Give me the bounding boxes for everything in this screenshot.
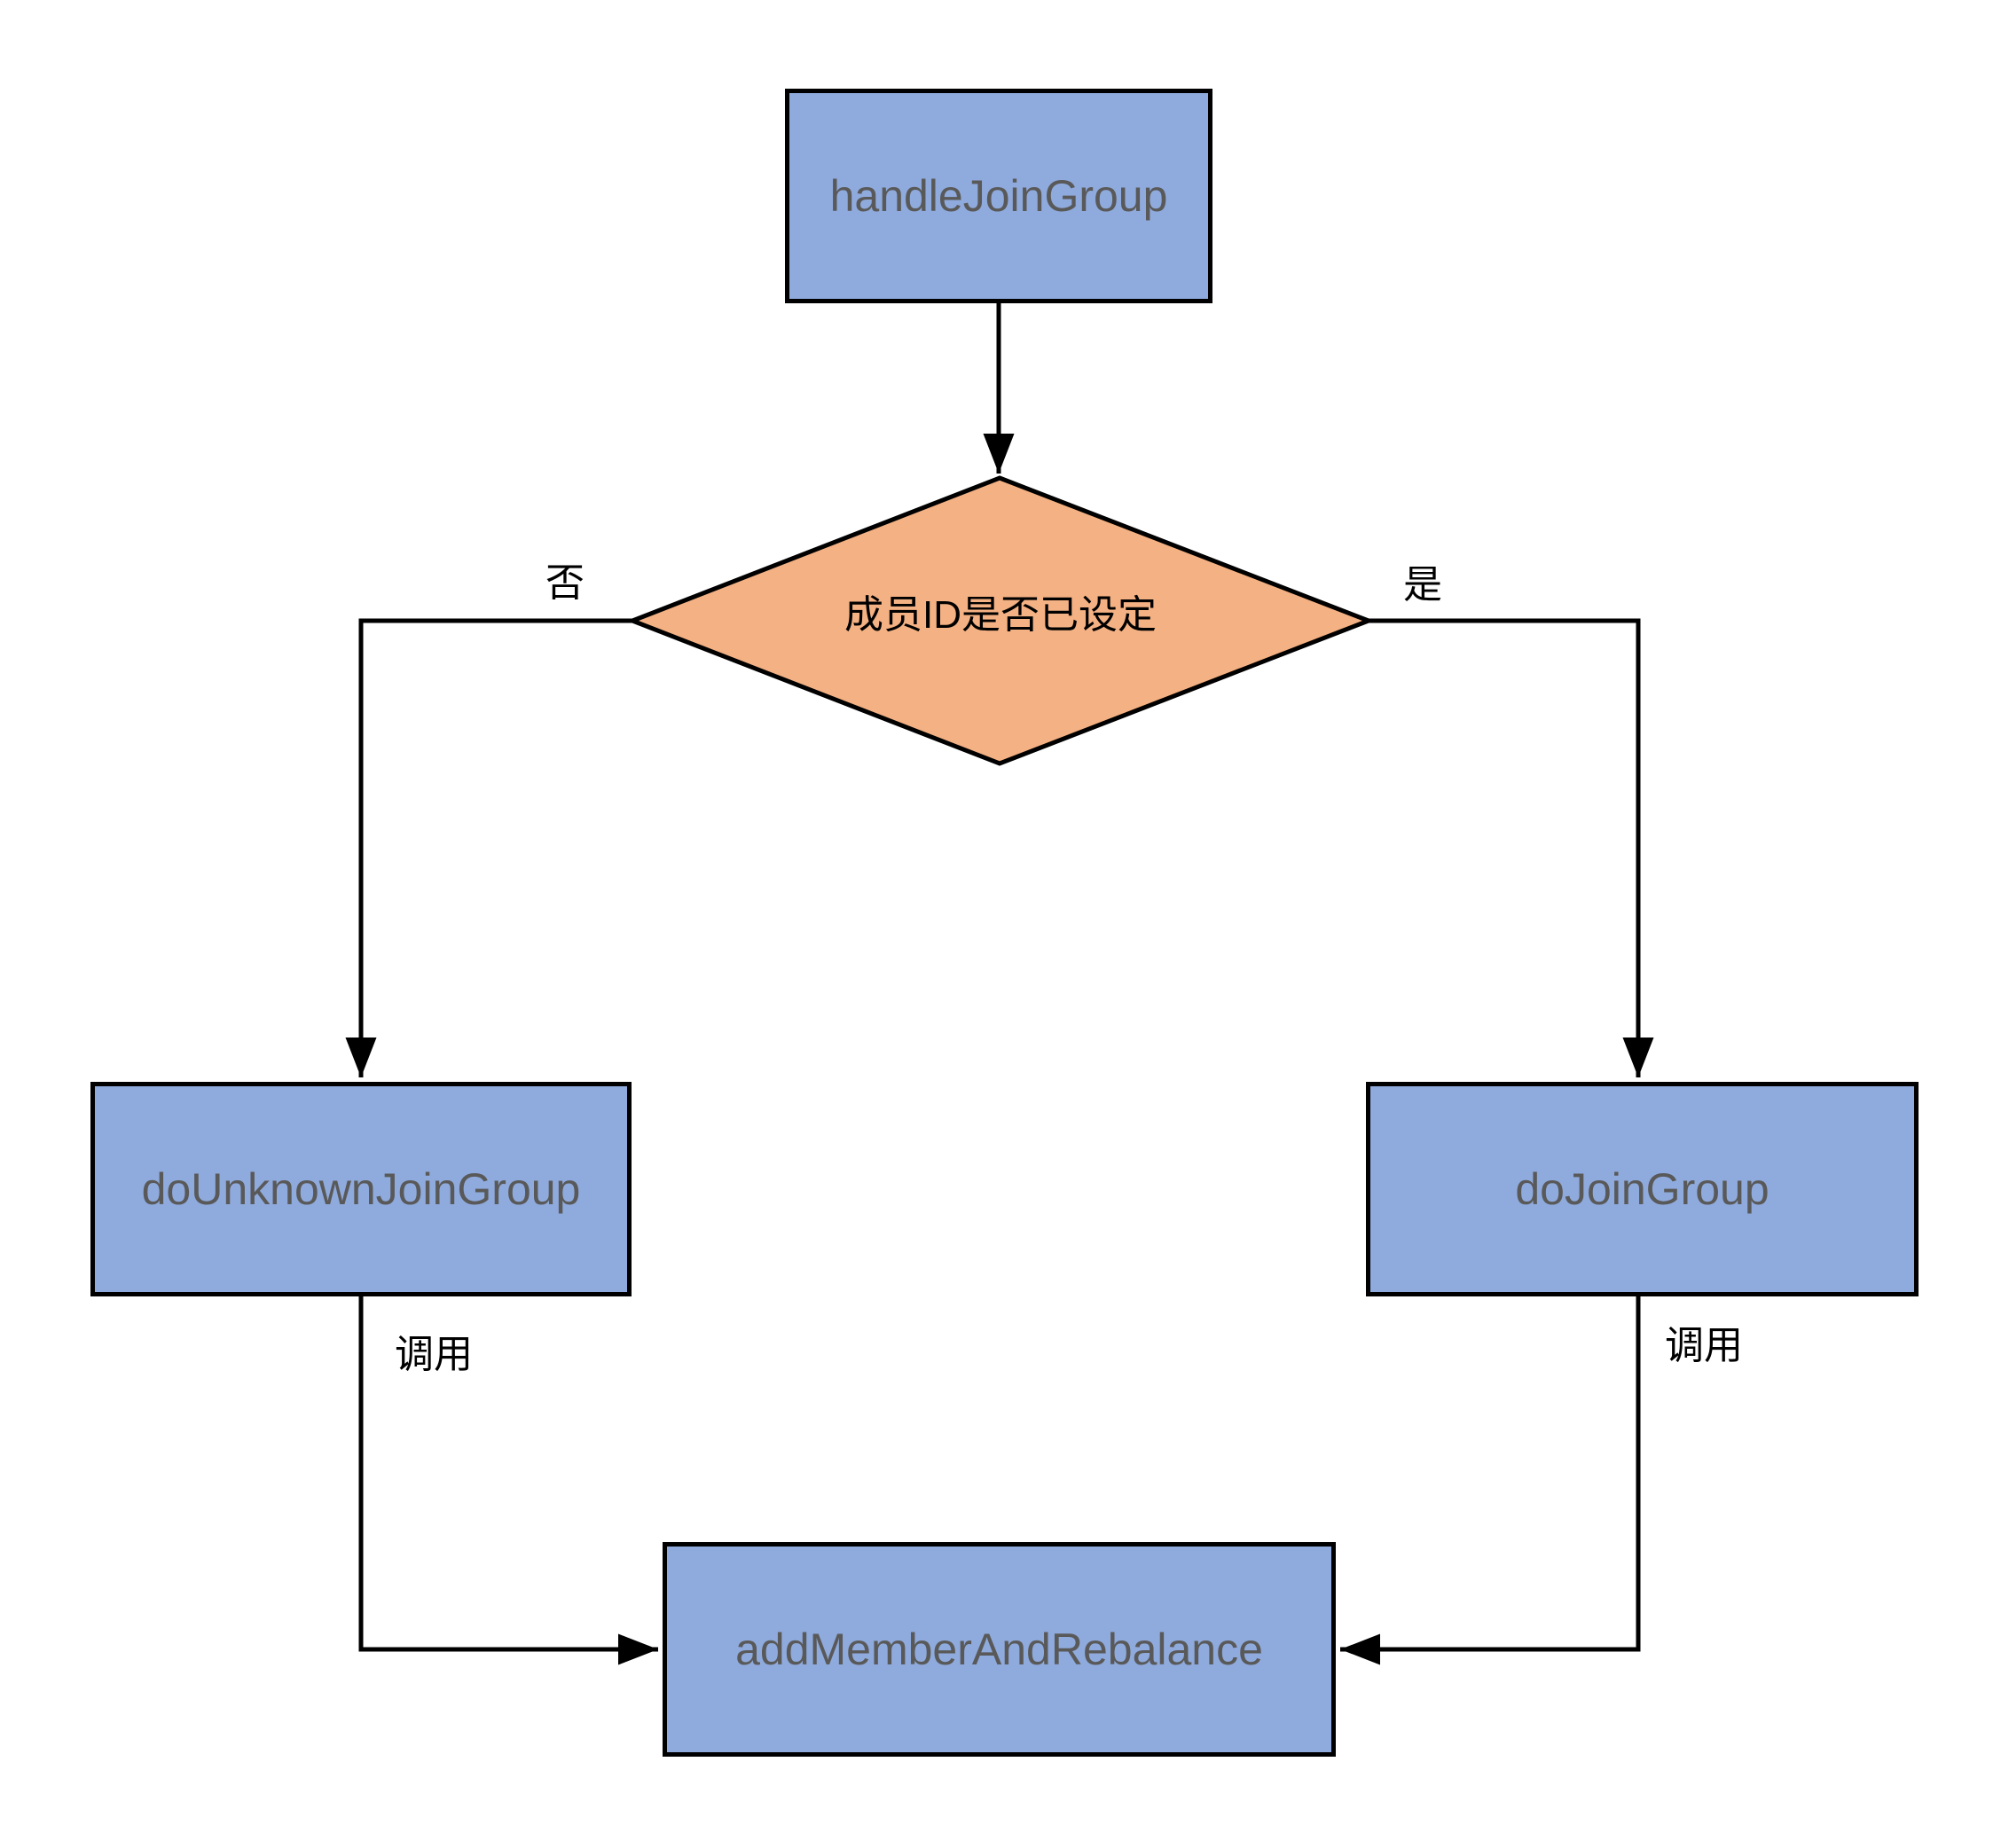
edge-unknown-to-add: [358, 1296, 658, 1665]
node-add-member-and-rebalance-label: addMemberAndRebalance: [735, 1624, 1263, 1674]
node-handle-join-group: handleJoinGroup: [785, 89, 1212, 303]
decision-diamond: [626, 475, 1375, 766]
node-do-unknown-join-group: doUnknownJoinGroup: [90, 1082, 632, 1296]
edge-join-to-add: [1340, 1296, 1641, 1665]
edge-decision-no: [345, 618, 632, 1077]
node-decision-label: 成员ID是否已设定: [844, 593, 1157, 637]
node-do-join-group-label: doJoinGroup: [1515, 1163, 1770, 1214]
node-do-join-group: doJoinGroup: [1366, 1082, 1919, 1296]
edge-decision-yes: [1369, 618, 1654, 1077]
edge-call-right-label: 调用: [1665, 1324, 1743, 1367]
edge-call-left-label: 调用: [395, 1333, 473, 1376]
node-do-unknown-join-group-label: doUnknownJoinGroup: [141, 1163, 581, 1214]
node-add-member-and-rebalance: addMemberAndRebalance: [663, 1542, 1336, 1757]
edge-yes-label: 是: [1403, 563, 1442, 607]
node-handle-join-group-label: handleJoinGroup: [829, 170, 1168, 221]
edge-no-label: 否: [545, 561, 585, 605]
